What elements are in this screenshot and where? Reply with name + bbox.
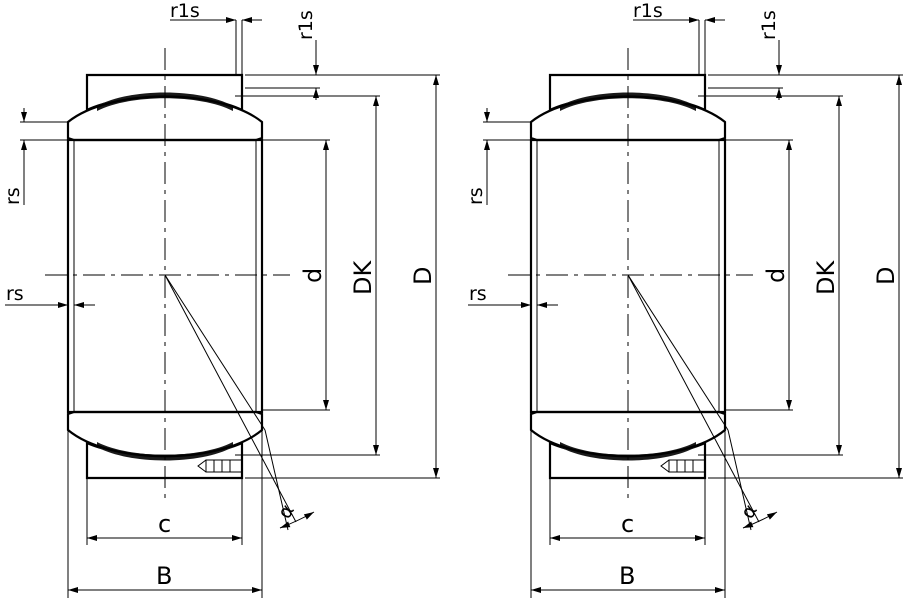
label-rs-upper: rs [465, 187, 487, 205]
label-r1s-top: r1s [633, 0, 663, 22]
label-c: c [621, 510, 634, 538]
label-r1s-top: r1s [170, 0, 200, 22]
label-D: D [872, 267, 900, 285]
label-rs-upper: rs [2, 187, 24, 205]
label-rs-mid: rs [469, 283, 487, 305]
label-c: c [158, 510, 171, 538]
label-DK: DK [349, 260, 377, 295]
label-d: d [762, 268, 790, 283]
label-rs-mid: rs [6, 283, 24, 305]
label-B: B [619, 562, 635, 590]
label-r1s-side: r1s [758, 10, 780, 40]
label-B: B [156, 562, 172, 590]
label-D: D [409, 267, 437, 285]
label-DK: DK [812, 260, 840, 295]
bearing-view-left: r1s r1s rs rs d DK D c B α [2, 0, 440, 598]
bearing-view-right: r1s r1s rs rs d DK D c B α [465, 0, 903, 598]
label-r1s-side: r1s [295, 10, 317, 40]
label-d: d [299, 268, 327, 283]
